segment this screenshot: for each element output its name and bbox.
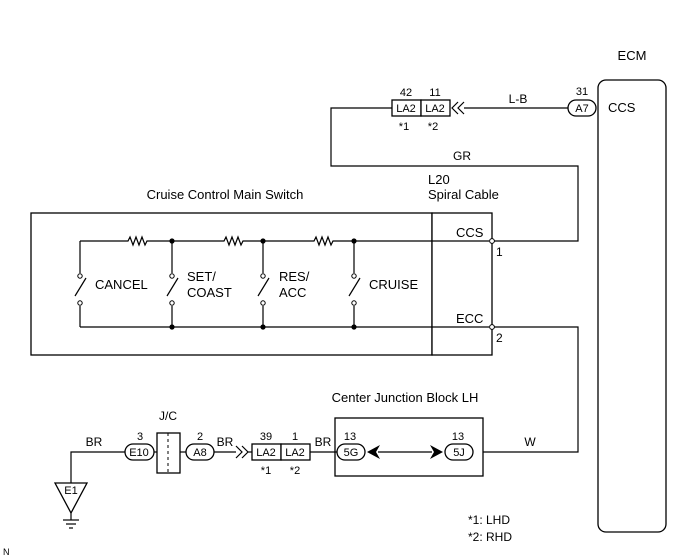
- switch-res-acc: [257, 241, 270, 327]
- center-junction-block: Center Junction Block LH 13 5G 13 5J: [332, 390, 484, 477]
- cj-left-arrow: [367, 445, 380, 459]
- top-junction: 42 11 LA2 LA2 *1 *2 L-B GR: [330, 87, 579, 242]
- bottom-chain: J/C 3 E10 2 A8 BR 39 1 LA2 LA2 *1 *2 BR …: [53, 409, 337, 529]
- ecm-title: ECM: [618, 48, 647, 63]
- ecm-block: ECM CCS 31 A7: [567, 48, 667, 533]
- bottom-chevrons: [235, 445, 249, 459]
- top-la2-label-2: LA2: [425, 103, 445, 115]
- terminal-ecc: ECC: [456, 311, 483, 326]
- top-chevrons: [451, 101, 465, 115]
- spiral-cable-name: Spiral Cable: [428, 187, 499, 202]
- switch-cruise: [348, 241, 361, 327]
- cj-right-pin: 13: [452, 431, 464, 443]
- top-la2-box-2: [420, 99, 451, 117]
- bottom-note-2: *2: [290, 465, 300, 477]
- terminal-2-dot: [489, 324, 495, 330]
- wire-lb-label: L-B: [509, 92, 528, 106]
- ground-triangle: [53, 482, 89, 515]
- main-switch-title: Cruise Control Main Switch: [147, 187, 304, 202]
- top-pin-11: 11: [429, 87, 440, 99]
- top-note-2: *2: [428, 121, 438, 133]
- cj-right-connector: 5J: [453, 447, 465, 459]
- a8-pin: 2: [197, 431, 203, 443]
- top-pin-42: 42: [400, 87, 412, 99]
- spiral-cable-code: L20: [428, 172, 450, 187]
- cj-left-pin: 13: [344, 431, 356, 443]
- label-coast: COAST: [187, 285, 232, 300]
- terminal-ccs: CCS: [456, 225, 484, 240]
- jc-label: J/C: [159, 409, 177, 423]
- ecm-terminal-ccs: CCS: [608, 100, 636, 115]
- wire-w-label: W: [524, 435, 536, 449]
- cj-right-arrow: [430, 445, 443, 459]
- label-cancel: CANCEL: [95, 277, 148, 292]
- bottom-pin-39: 39: [260, 431, 272, 443]
- cj-left-connector: 5G: [344, 447, 359, 459]
- junction-dots: [169, 238, 357, 330]
- ecm-body: [597, 79, 667, 533]
- label-acc: ACC: [279, 285, 306, 300]
- label-res: RES/: [279, 269, 310, 284]
- top-la2-label-1: LA2: [396, 103, 416, 115]
- terminal-2-pin: 2: [496, 331, 503, 345]
- label-cruise: CRUISE: [369, 277, 418, 292]
- wire-br-3-label: BR: [315, 435, 332, 449]
- bottom-pin-1: 1: [292, 431, 298, 443]
- ground-label: E1: [64, 485, 77, 497]
- switch-set-coast: [166, 241, 179, 327]
- wire-gr: [330, 107, 579, 242]
- cj-right-oval: [444, 443, 474, 461]
- switch-cancel: [74, 241, 87, 327]
- wire-br-1-label: BR: [86, 435, 103, 449]
- wire-br-1: [70, 451, 125, 483]
- ecm-pin: 31: [576, 86, 588, 98]
- note-lhd: *1: LHD: [468, 513, 510, 527]
- label-set: SET/: [187, 269, 216, 284]
- corner-mark: N: [3, 547, 10, 557]
- bottom-note-1: *1: [261, 465, 271, 477]
- top-note-1: *1: [399, 121, 409, 133]
- wire-br-2-label: BR: [217, 435, 234, 449]
- bottom-la2-label-1: LA2: [256, 447, 276, 459]
- e10-pin: 3: [137, 431, 143, 443]
- terminal-1-dot: [489, 238, 495, 244]
- top-rail: [80, 235, 489, 247]
- ecm-connector-label: A7: [575, 103, 588, 115]
- main-switch-block: Cruise Control Main Switch: [30, 187, 579, 453]
- terminal-1-pin: 1: [496, 245, 503, 259]
- center-junction-title: Center Junction Block LH: [332, 390, 479, 405]
- spiral-cable-labels: L20 Spiral Cable: [428, 172, 499, 202]
- a8-connector: A8: [193, 447, 206, 459]
- e10-connector: E10: [129, 447, 149, 459]
- note-rhd: *2: RHD: [468, 530, 512, 544]
- bottom-la2-label-2: LA2: [285, 447, 305, 459]
- spiral-cable-box: [431, 212, 493, 356]
- wire-gr-label: GR: [453, 149, 471, 163]
- wire-w: [473, 326, 579, 453]
